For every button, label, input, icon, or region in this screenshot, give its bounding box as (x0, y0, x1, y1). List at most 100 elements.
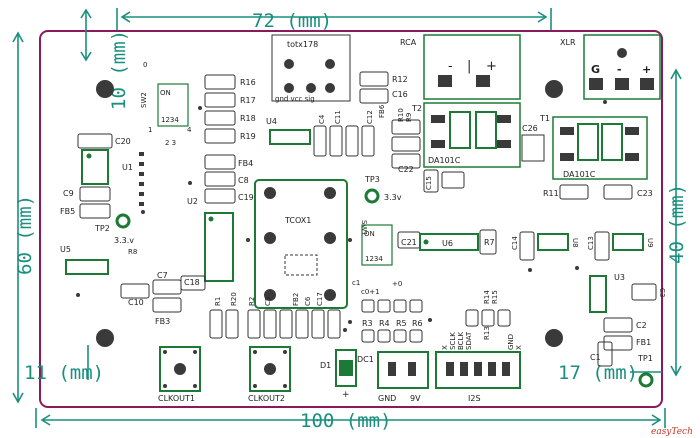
xlr-connector: XLR G - + (560, 34, 661, 100)
c14-pad (519, 231, 535, 261)
fb1-label: FB1 (636, 338, 651, 347)
cap-group-c4-c12 (313, 71, 421, 169)
r4-label: R4 (379, 319, 390, 328)
r2-label: R2 (248, 297, 256, 306)
tcxo-label: TCOX1 (284, 216, 311, 225)
xlr-g: G (591, 63, 600, 76)
rca-plus: + (486, 59, 497, 74)
r15-pad (497, 309, 511, 327)
d1-diode: D1 + (320, 349, 357, 400)
tp1-label: TP1 (637, 354, 653, 363)
sw2-23: 2 3 (165, 139, 176, 147)
c6-label: C6 (304, 296, 312, 306)
c23-label: C23 (637, 189, 653, 198)
totx178-module: totx178 gnd vcc sig (271, 34, 351, 103)
r19-label: R19 (240, 132, 256, 141)
plus0-label: +0 (392, 280, 402, 288)
c15-label: C15 (425, 176, 433, 190)
c17-label: C17 (316, 292, 324, 306)
u1-chip (81, 149, 109, 185)
tp3-label: TP3 (364, 175, 380, 184)
sw1-nums: 1234 (365, 255, 383, 263)
u3-chip (589, 275, 607, 313)
fb2-label: FB2 (292, 293, 300, 306)
fb3-pad (152, 297, 182, 313)
r14-label: R14 (483, 290, 491, 304)
c23-pad (603, 184, 633, 200)
u8-chip (537, 233, 569, 251)
dim-top-left-10mm: 10 (mm) (108, 30, 130, 110)
c26-pad (521, 134, 545, 162)
dim-bottom-left-11mm: 11 (mm) (24, 362, 104, 384)
tp3-voltage: 3.3v (384, 193, 402, 202)
xlr-plus: + (642, 63, 651, 76)
r8-label: R8 (128, 248, 137, 256)
c3-pad (631, 283, 657, 301)
c9-label: C9 (63, 189, 74, 198)
clkout2-label: CLKOUT2 (248, 394, 285, 403)
mounting-holes (96, 80, 563, 347)
dc1-gnd: GND (378, 394, 396, 403)
sw2-on: ON (160, 89, 171, 97)
c15b-pad (441, 171, 465, 189)
u6-label: U6 (442, 239, 453, 248)
brand-watermark: easyTech (651, 427, 693, 437)
u1-label: U1 (122, 163, 133, 172)
tp1-pad (638, 372, 654, 388)
r17-label: R17 (240, 96, 256, 105)
r13-pad (465, 309, 479, 327)
c5-label: C5 (264, 297, 272, 306)
sw1-switch: ON 1234 (361, 224, 393, 266)
r7-pad (479, 229, 497, 255)
c11-label: C11 (334, 110, 342, 124)
t2-transformer: T2 DA101C (411, 102, 521, 168)
totx178-label: totx178 (287, 40, 318, 49)
t2-da101c: DA101C (428, 156, 461, 165)
u8-label: U8 (571, 238, 579, 248)
r7-label: R7 (484, 238, 495, 247)
bottom-passives-row (209, 309, 341, 339)
c20-pad (77, 133, 113, 149)
i2s-header: I2S X SCLK BCLK SDAT GND X (435, 331, 523, 403)
u4-chip (269, 129, 311, 145)
r6-label: R6 (412, 319, 423, 328)
t1-label: T1 (539, 114, 550, 123)
fb4-label: FB4 (238, 159, 253, 168)
rca-label: RCA (400, 38, 417, 47)
r20-label: R20 (230, 292, 238, 306)
u2-pin1-marker (208, 216, 214, 222)
tp3-pad (364, 188, 380, 204)
u6-pin1-marker (423, 239, 429, 245)
totx178-pin-label: gnd vcc sig (275, 95, 315, 103)
xlr-label: XLR (560, 38, 576, 47)
c3-label: C3 (658, 288, 666, 297)
r11-label: R11 (543, 189, 559, 198)
c18-label: C18 (184, 278, 200, 287)
u2-chip (204, 212, 234, 282)
dim-left-60mm: 60 (mm) (14, 195, 36, 275)
r14-pad (481, 309, 495, 327)
tp2-label: TP2 (94, 224, 110, 233)
c12-label: C12 (366, 110, 374, 124)
i2s-x1: X (441, 345, 449, 350)
r15-label: R15 (491, 290, 499, 304)
c7-pad (152, 279, 182, 295)
fb5-pad (79, 203, 111, 219)
c13-pad (594, 231, 610, 261)
r16-label: R16 (240, 78, 256, 87)
i2s-x2: X (515, 345, 523, 350)
xlr-minus: - (617, 63, 622, 76)
c26-label: C26 (522, 124, 538, 133)
sw2-zero: 0 (143, 61, 147, 69)
t1-da101c: DA101C (563, 170, 596, 179)
dim-bottom-right-17mm: 17 (mm) (558, 362, 638, 384)
dim-top-72mm: 72 (mm) (252, 10, 332, 32)
c22-label: C22 (398, 165, 414, 174)
c8-label: C8 (238, 176, 249, 185)
sw2-switch: 0 SW2 ON 1234 1 4 2 3 (140, 61, 192, 147)
r11-pad (559, 184, 589, 200)
u4-label: U4 (266, 117, 277, 126)
c7-label: C7 (157, 271, 168, 280)
r18-label: R18 (240, 114, 256, 123)
